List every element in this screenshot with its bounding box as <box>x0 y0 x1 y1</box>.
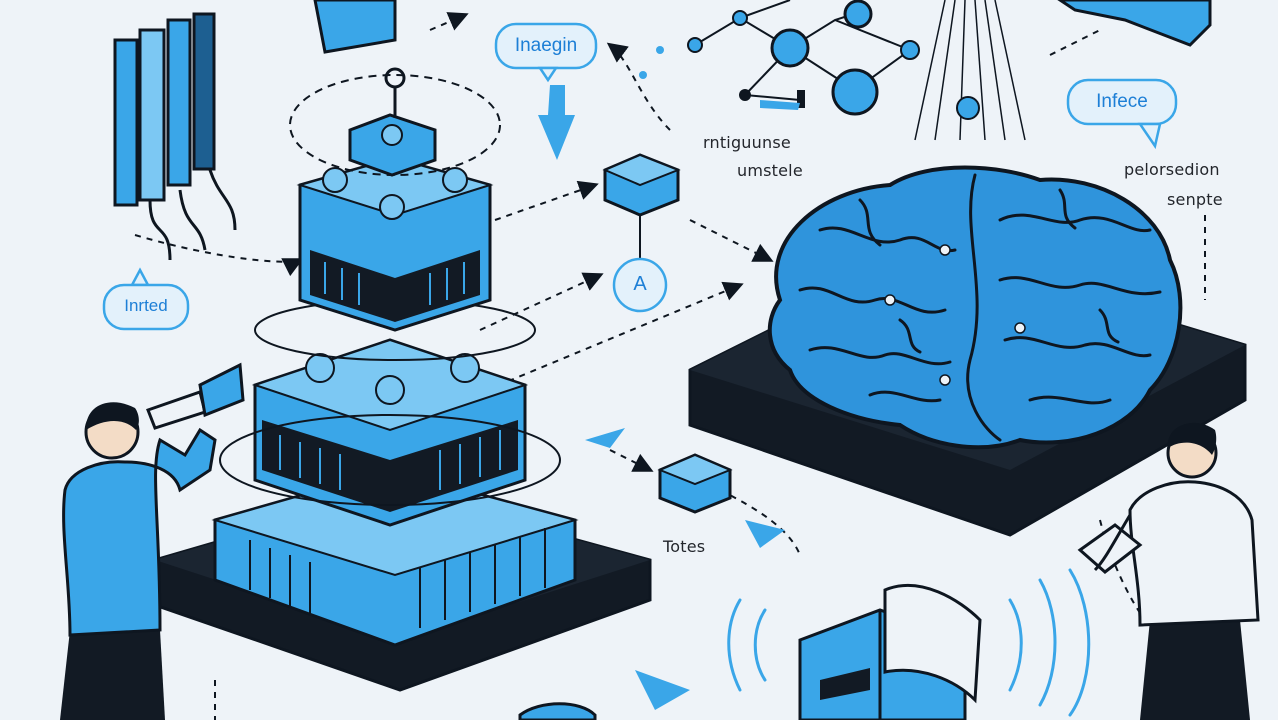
keycap-bottom <box>657 453 733 514</box>
module-tower <box>153 67 652 692</box>
light-beam <box>914 0 1026 141</box>
top-right-cylinder <box>1057 0 1212 47</box>
keycap-top <box>602 153 681 258</box>
label-a: A <box>633 273 647 295</box>
label-imagin: Inaegin <box>514 35 578 56</box>
bottom-chip <box>518 702 597 720</box>
label-inrted: Inrted <box>124 296 168 315</box>
bubble-inrted <box>102 267 190 331</box>
bubble-imagin <box>494 22 598 83</box>
bubble-a <box>612 257 668 313</box>
cable-rack <box>113 12 237 261</box>
top-screen <box>313 0 397 54</box>
label-totes: Totes <box>663 537 706 556</box>
bubble-infece <box>1066 78 1178 150</box>
cyan-arrows <box>538 85 800 710</box>
open-book <box>727 568 1091 720</box>
label-senpte: senpte <box>1167 190 1223 209</box>
brain <box>767 165 1183 450</box>
person-with-telescope <box>60 362 245 720</box>
label-pelorsedion: pelorsedion <box>1124 160 1220 179</box>
label-umstele: umstele <box>737 161 803 180</box>
label-infece: Infece <box>1096 91 1148 112</box>
label-rntiguunse: rntiguunse <box>703 133 791 152</box>
network-graph <box>639 0 920 116</box>
person-with-book <box>1077 422 1260 720</box>
